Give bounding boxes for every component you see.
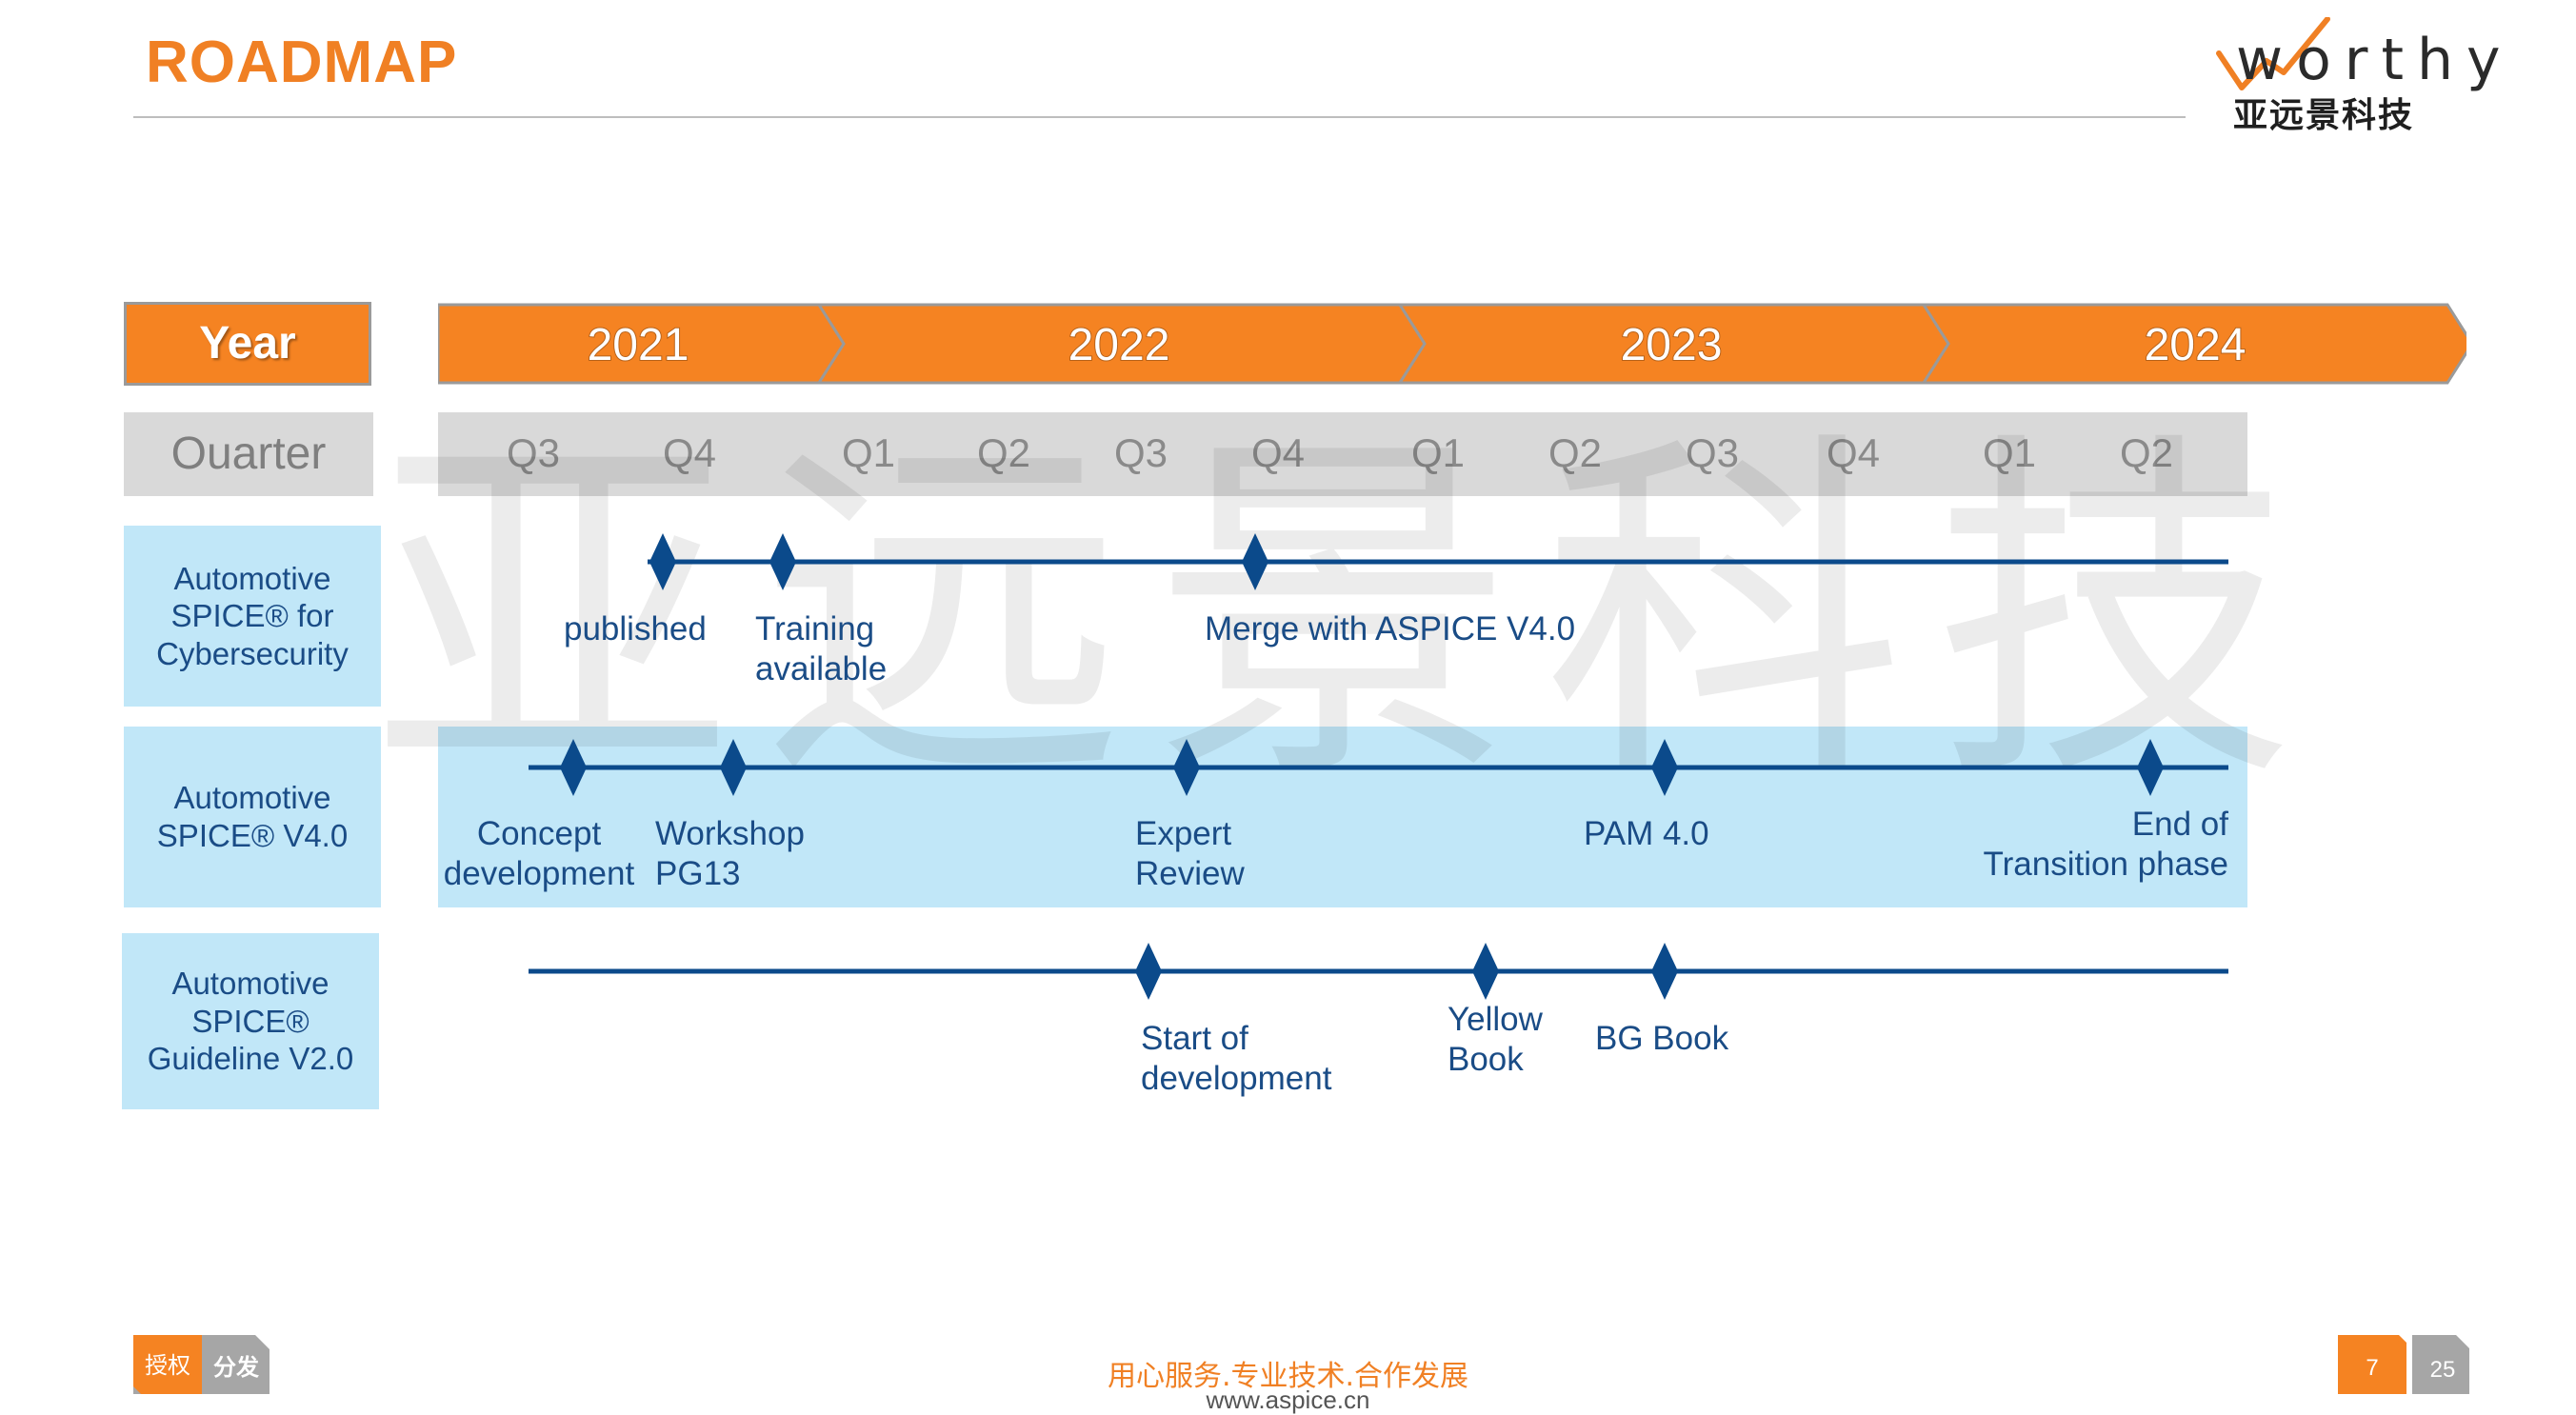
year-chevron-2024: [1921, 303, 2466, 385]
year-header: Year: [124, 302, 371, 386]
milestone-label: BG Book: [1595, 1020, 1729, 1057]
quarter-label-q4: Q4: [1826, 430, 1881, 475]
badge-right-label: 分发: [213, 1354, 259, 1381]
milestone-label: Concept development: [443, 815, 635, 892]
logo-check-icon: [2216, 17, 2330, 90]
milestone-diamond-icon: [1651, 739, 1678, 796]
year-label-2022: 2022: [1068, 320, 1170, 370]
quarter-label-q2: Q2: [1548, 430, 1603, 475]
milestone-diamond-icon: [1472, 943, 1499, 1000]
license-badge: 授权 分发: [133, 1335, 270, 1394]
quarter-header-label: Ouarter: [170, 428, 327, 479]
row-label-spice-v4: Automotive SPICE® V4.0: [124, 727, 381, 907]
quarter-strip: [438, 412, 2247, 496]
badge-left-label: 授权: [145, 1352, 190, 1379]
quarter-label-q2: Q2: [2119, 430, 2174, 475]
quarter-label-q2: Q2: [976, 430, 1031, 475]
company-logo: [2209, 17, 2476, 131]
row-label-cybersecurity: Automotive SPICE® for Cybersecurity: [124, 526, 381, 707]
quarter-label-q1: Q1: [1410, 430, 1466, 475]
milestone-diamond-icon: [1651, 943, 1678, 1000]
watermark: 亚远景科技: [371, 403, 2324, 825]
quarter-label-q1: Q1: [1982, 430, 2037, 475]
milestone-label: Start of development: [1141, 1020, 1332, 1097]
quarter-label-q1: Q1: [841, 430, 896, 475]
title-divider: [133, 116, 2186, 118]
page-number-badge: 7 25: [2338, 1335, 2469, 1394]
quarter-label-q3: Q3: [506, 430, 561, 475]
page-current: 7: [2366, 1355, 2378, 1381]
milestone-label: End of Transition phase: [1983, 806, 2228, 883]
logo-wordmark: worthy: [2236, 27, 2514, 93]
quarter-label-q3: Q3: [1685, 430, 1740, 475]
year-label-2023: 2023: [1621, 320, 1723, 370]
page-total: 25: [2430, 1357, 2456, 1383]
timeline-graphic: [529, 533, 2228, 1000]
milestone-diamond-icon: [1242, 533, 1268, 590]
quarter-label-q3: Q3: [1113, 430, 1168, 475]
milestone-diamond-icon: [1135, 943, 1162, 1000]
slide-title: ROADMAP: [146, 30, 458, 95]
milestone-label: published: [564, 610, 707, 648]
milestone-diamond-icon: [1173, 739, 1200, 796]
row-label-guideline-v2: Automotive SPICE® Guideline V2.0: [122, 933, 379, 1109]
quarter-label-q4: Q4: [1250, 430, 1306, 475]
milestone-label: Expert Review: [1135, 815, 1245, 892]
year-label-2024: 2024: [2145, 320, 2247, 370]
milestone-label: Merge with ASPICE V4.0: [1205, 610, 1576, 648]
milestone-diamond-icon: [649, 533, 676, 590]
logo-company-name: 亚远景科技: [2233, 96, 2415, 135]
milestone-diamond-icon: [769, 533, 796, 590]
milestone-diamond-icon: [2137, 739, 2164, 796]
year-chevron-bar: 2021 2022 2023 2024: [438, 303, 2466, 385]
quarter-header: Ouarter: [124, 412, 373, 496]
milestone-diamond-icon: [560, 739, 587, 796]
milestone-label: Training available: [755, 610, 888, 688]
footer-slogan: 用心服务.专业技术.合作发展: [1107, 1360, 1469, 1393]
year-label-2021: 2021: [588, 320, 689, 370]
milestone-diamond-icon: [720, 739, 747, 796]
year-header-label: Year: [199, 318, 296, 369]
milestone-label: Yellow Book: [1448, 1001, 1543, 1078]
milestone-label: Workshop PG13: [655, 815, 805, 892]
milestone-label: PAM 4.0: [1584, 815, 1709, 852]
quarter-label-q4: Q4: [662, 430, 717, 475]
footer-url[interactable]: www.aspice.cn: [1206, 1385, 1370, 1414]
